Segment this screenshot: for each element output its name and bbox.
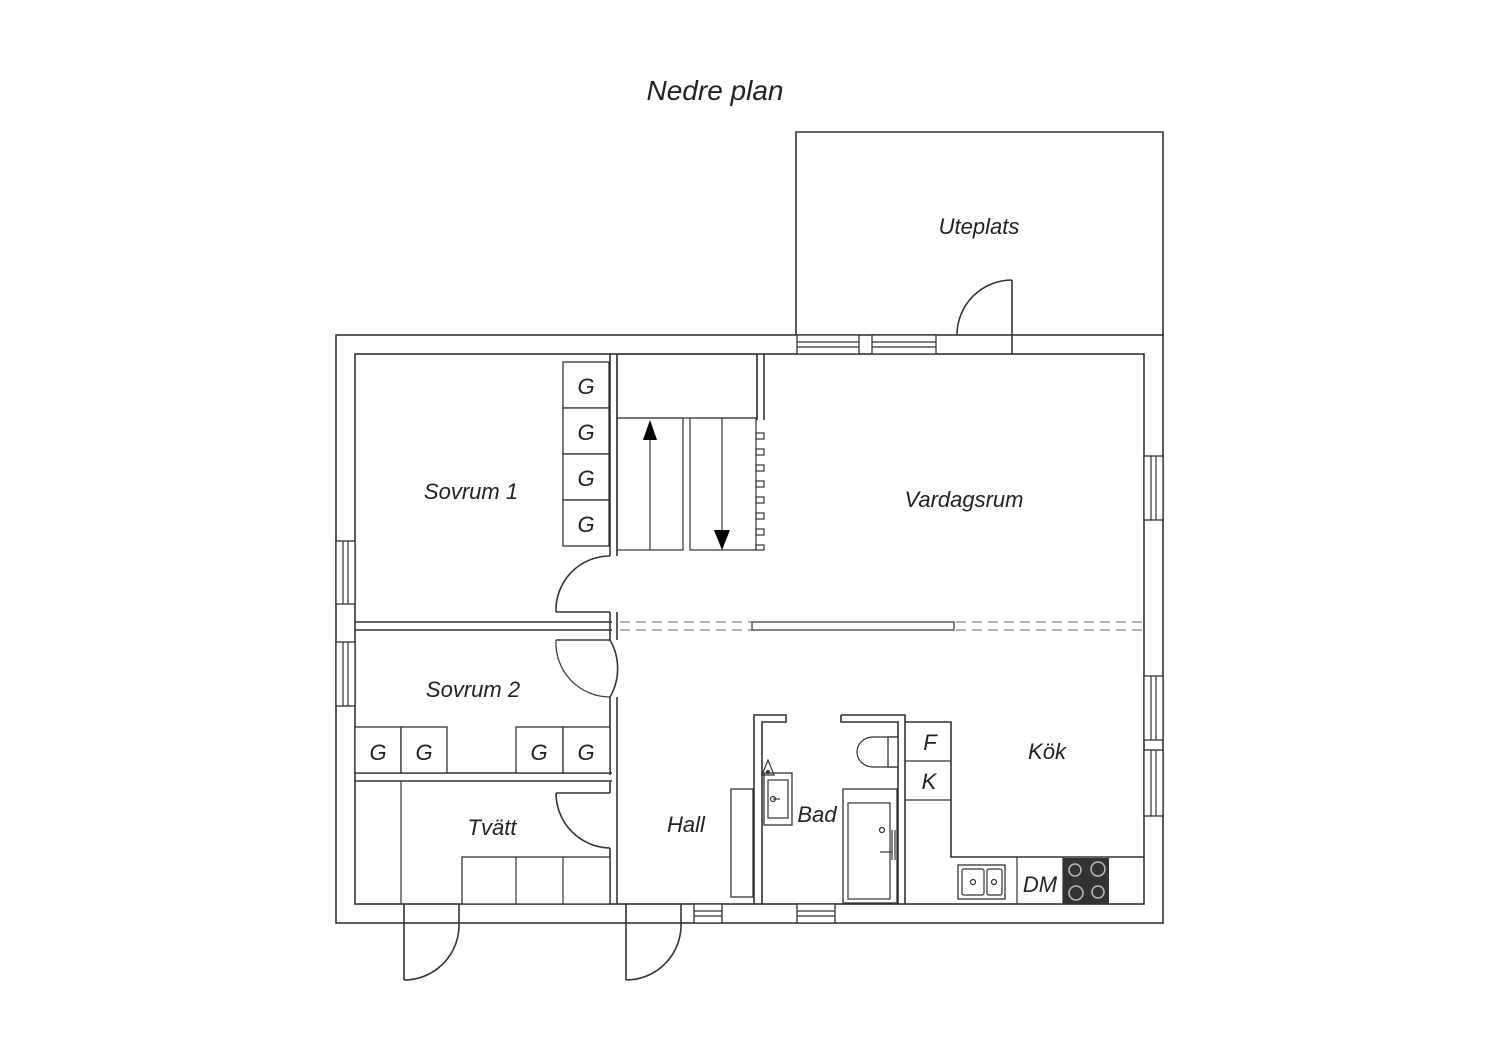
room-label-sovrum2: Sovrum 2: [426, 677, 520, 702]
stove-icon: [1063, 858, 1109, 904]
dishwasher-label: DM: [1023, 872, 1058, 897]
shower-icon: [842, 788, 898, 904]
wardrobe-label: G: [530, 740, 547, 765]
patio-outline: [795, 131, 1164, 335]
stair-up-arrow-icon: [643, 420, 657, 440]
room-label-kok: Kök: [1028, 739, 1067, 764]
wardrobe-label: G: [577, 466, 594, 491]
toilet-icon: [856, 736, 899, 768]
sovrum1-wardrobes: G G G G: [562, 361, 610, 547]
stair-down-arrow-icon: [714, 530, 730, 550]
wardrobe-label: G: [577, 420, 594, 445]
room-label-uteplats: Uteplats: [939, 214, 1020, 239]
room-label-sovrum1: Sovrum 1: [424, 479, 518, 504]
sovrum2-wardrobes: G G G G: [354, 726, 611, 774]
wardrobe-label: G: [577, 740, 594, 765]
wardrobe-label: G: [415, 740, 432, 765]
windows: [335, 334, 1164, 924]
fridge-label: F: [923, 730, 938, 755]
room-label-hall: Hall: [667, 812, 706, 837]
plan-title: Nedre plan: [647, 75, 784, 106]
wardrobe-label: G: [577, 512, 594, 537]
bathroom-fixtures: [761, 736, 899, 904]
wardrobe-label: G: [577, 374, 594, 399]
kitchen-fixtures: F K DM: [905, 721, 1144, 904]
room-label-vardagsrum: Vardagsrum: [904, 487, 1023, 512]
sink-icon: [763, 772, 793, 826]
freezer-label: K: [922, 769, 938, 794]
room-label-tvatt: Tvätt: [468, 815, 518, 840]
doors: [403, 279, 1013, 981]
open-plan-divider: [620, 621, 1142, 631]
kitchen-sink-icon: [957, 864, 1006, 900]
wardrobe-label: G: [369, 740, 386, 765]
laundry-fixtures: [400, 781, 611, 905]
room-label-bad: Bad: [797, 802, 837, 827]
hall-shelf: [730, 788, 754, 898]
staircase: [616, 353, 765, 551]
